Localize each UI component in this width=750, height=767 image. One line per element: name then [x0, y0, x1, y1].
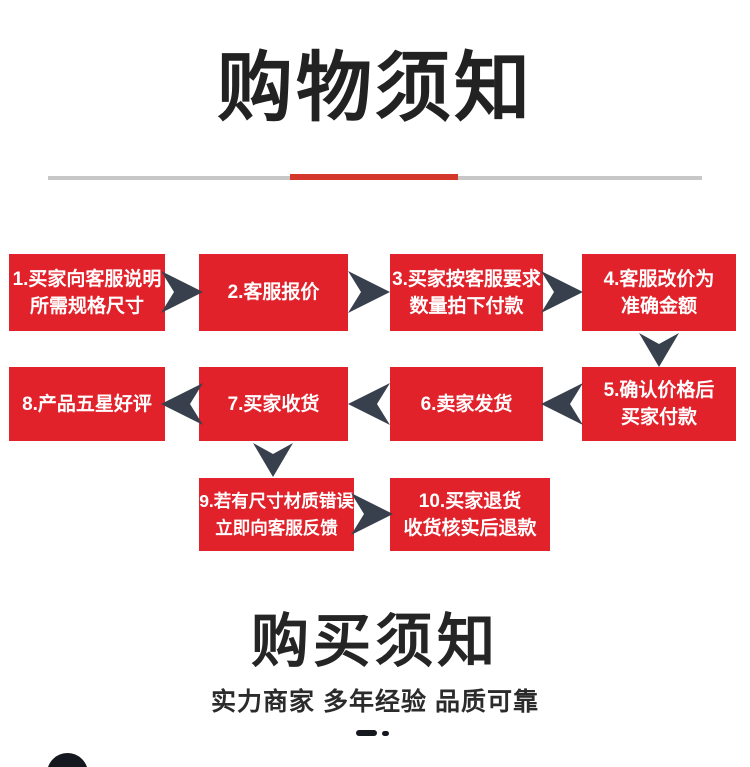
- section-subtitle: 实力商家 多年经验 品质可靠: [211, 688, 539, 716]
- flow-step-7: 7.买家收货: [199, 367, 348, 441]
- arrow-right-icon: [161, 271, 203, 313]
- arrow-right-icon: [351, 493, 393, 535]
- flow-step-4-line2: 准确金额: [620, 295, 697, 317]
- flow-step-1: 1.买家向客服说明 所需规格尺寸: [9, 254, 165, 331]
- flow-step-10-line2: 收货核实后退款: [403, 517, 537, 539]
- arrow-down-icon: [253, 443, 293, 477]
- flow-step-1-line1: 1.买家向客服说明: [12, 268, 162, 290]
- partial-circle-decoration: [47, 753, 88, 767]
- arrow-left-icon: [161, 383, 203, 425]
- footer-divider-dot: [382, 731, 389, 736]
- footer-divider-dash: [356, 730, 377, 736]
- flow-step-6: 6.卖家发货: [390, 367, 543, 441]
- flow-step-5-line2: 买家付款: [620, 407, 697, 428]
- arrow-right-icon: [348, 271, 390, 313]
- flow-step-9-line1: 9.若有尺寸材质错误: [199, 490, 354, 511]
- flow-step-7-line1: 7.买家收货: [227, 393, 320, 415]
- flow-step-1-line2: 所需规格尺寸: [29, 295, 144, 317]
- flow-step-5: 5.确认价格后 买家付款: [582, 367, 736, 441]
- flow-step-2: 2.客服报价: [199, 254, 348, 331]
- arrow-right-icon: [541, 271, 583, 313]
- flow-step-9-line2: 立即向客服反馈: [215, 517, 338, 538]
- flow-step-8: 8.产品五星好评: [9, 367, 165, 441]
- arrow-left-icon: [348, 383, 390, 425]
- flow-step-5-line1: 5.确认价格后: [603, 380, 715, 401]
- arrow-down-icon: [639, 333, 679, 367]
- flow-step-10-line1: 10.买家退货: [418, 490, 522, 512]
- flow-step-9: 9.若有尺寸材质错误 立即向客服反馈: [199, 478, 354, 551]
- flow-step-3-line2: 数量拍下付款: [409, 295, 524, 317]
- flow-step-8-line1: 8.产品五星好评: [22, 393, 152, 415]
- flow-step-3-line1: 3.买家按客服要求: [392, 268, 541, 290]
- flow-step-4-line1: 4.客服改价为: [603, 268, 715, 290]
- flow-step-3: 3.买家按客服要求 数量拍下付款: [390, 254, 543, 331]
- flow-step-6-line1: 6.卖家发货: [420, 393, 513, 415]
- flow-step-10: 10.买家退货 收货核实后退款: [390, 478, 550, 551]
- page-title: 购物须知: [217, 46, 533, 131]
- flow-step-2-line1: 2.客服报价: [227, 282, 320, 303]
- arrow-left-icon: [541, 383, 583, 425]
- title-divider-accent: [290, 174, 458, 180]
- flow-step-4: 4.客服改价为 准确金额: [582, 254, 736, 331]
- section-title: 购买须知: [250, 609, 499, 674]
